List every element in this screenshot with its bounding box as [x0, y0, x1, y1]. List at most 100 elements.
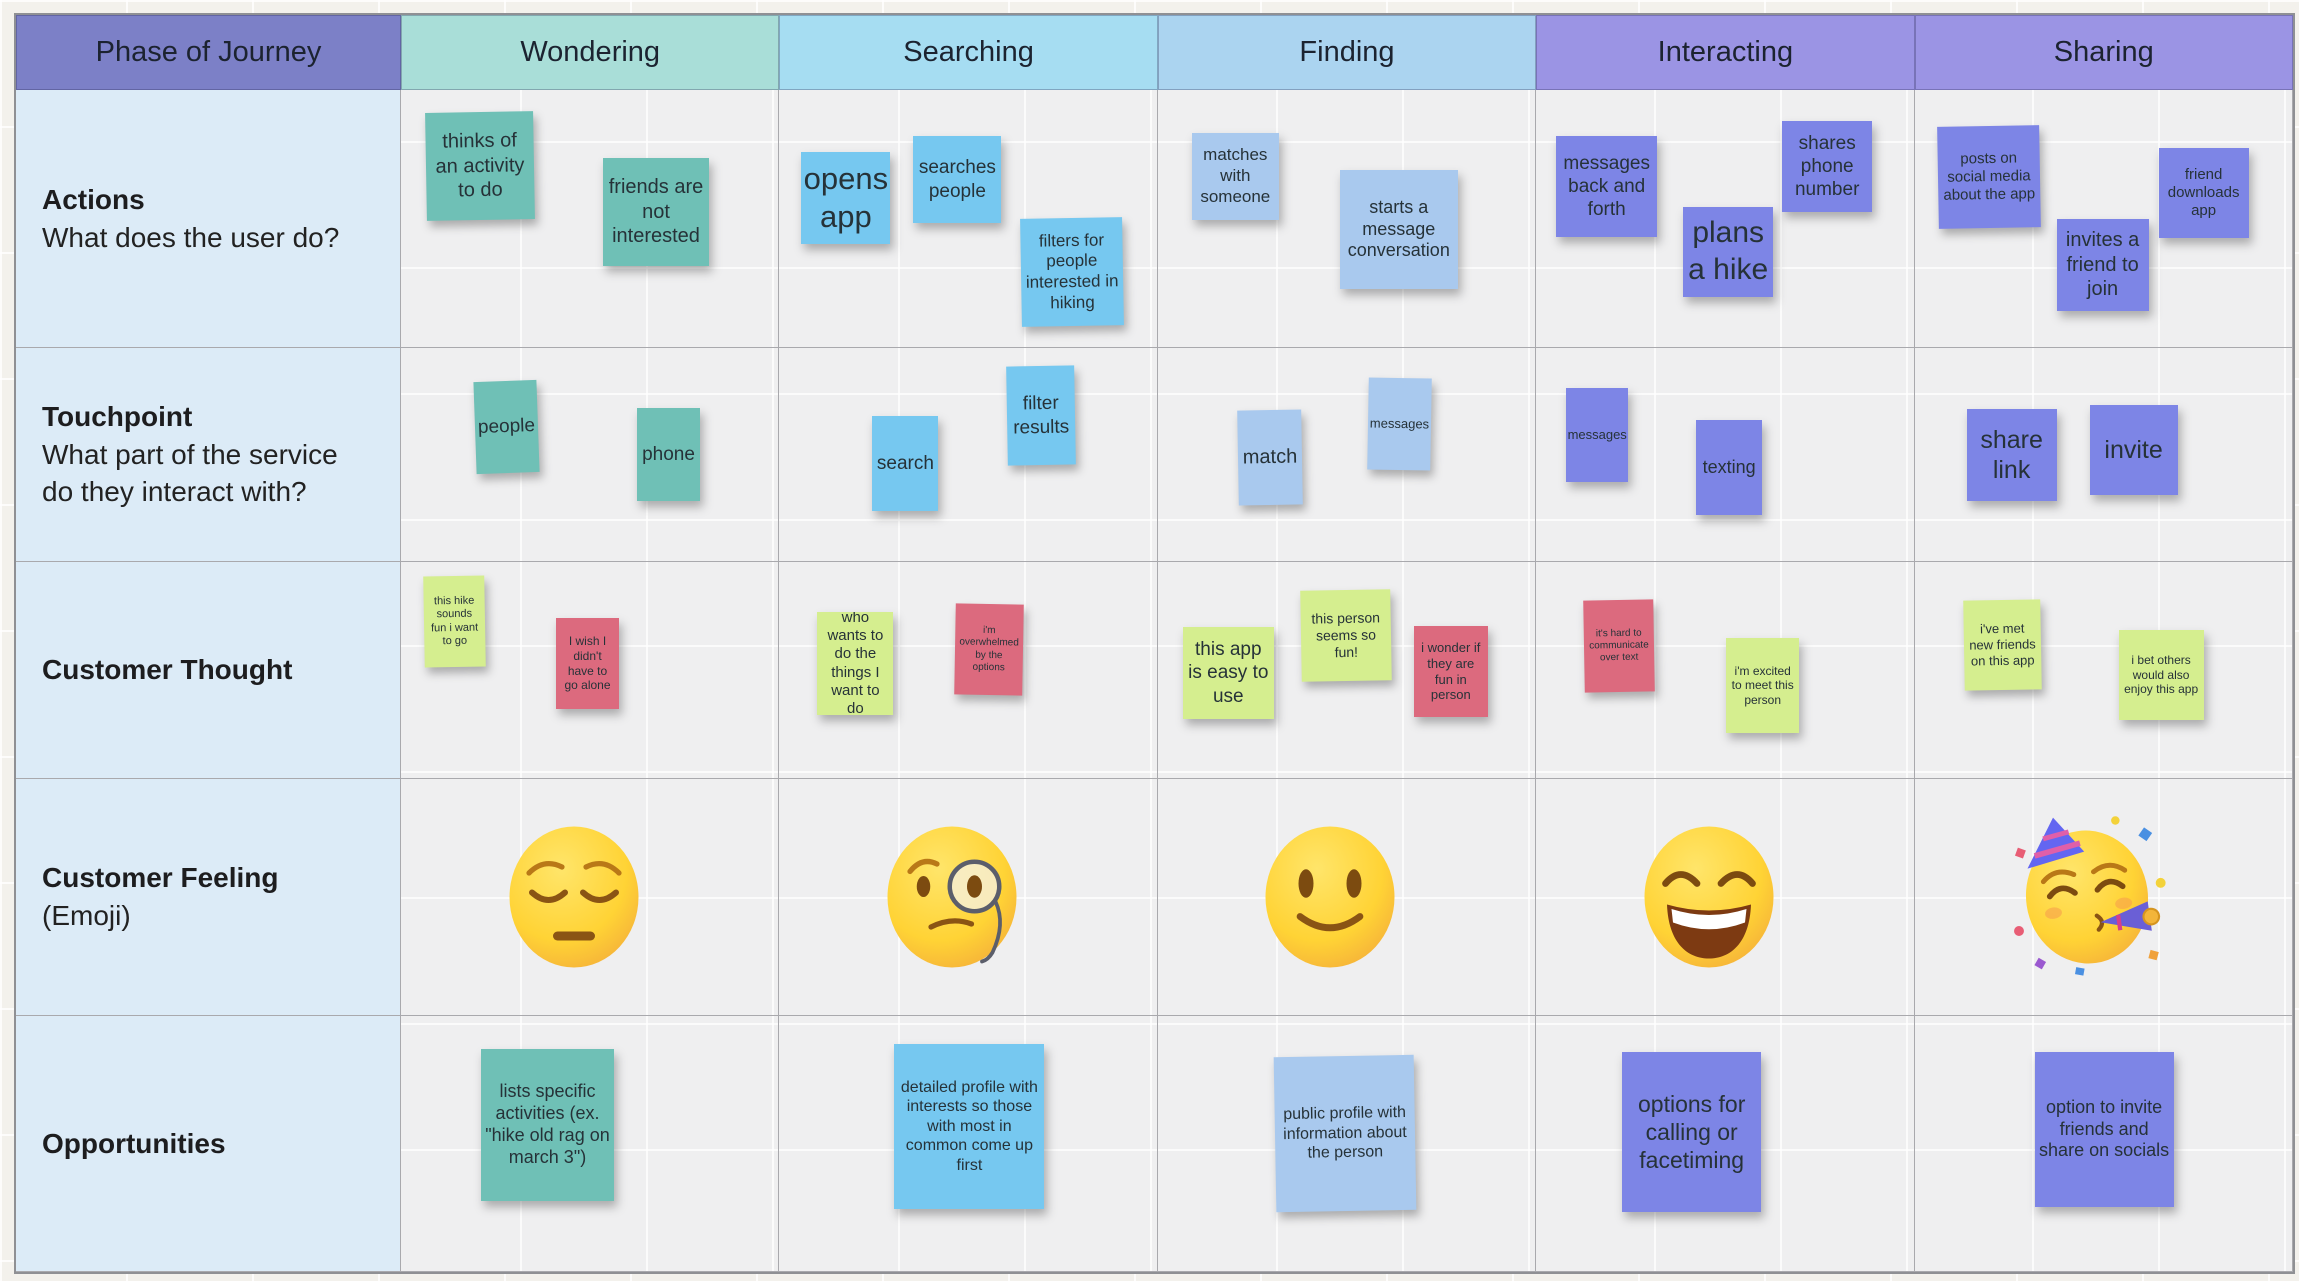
sticky-note[interactable]: match — [1236, 409, 1303, 506]
sticky-note-text: thinks of an activity to do — [435, 129, 525, 202]
cell-opportunities-interacting: options for calling or facetiming — [1536, 1016, 1915, 1272]
sticky-note-text: invites a friend to join — [2065, 229, 2140, 301]
row-subtitle: What part of the service do they interac… — [42, 438, 338, 508]
phase-header-searching: Searching — [779, 15, 1158, 90]
cell-actions-sharing: posts on social media about the app invit… — [1914, 90, 2293, 348]
sticky-note[interactable]: who wants to do the things I want to do — [817, 612, 894, 715]
sticky-note-text: starts a message conversation — [1347, 196, 1450, 261]
cell-customer-thought-interacting: it's hard to communicate over text i'm ex… — [1536, 562, 1915, 779]
row-title: Customer Feeling — [42, 862, 279, 894]
sticky-note-text: i bet others would also enjoy this app — [2124, 653, 2199, 697]
sticky-note[interactable]: shares phone number — [1782, 121, 1873, 212]
sticky-note-text: opens app — [803, 161, 889, 234]
sticky-note[interactable]: public profile with information about th… — [1273, 1054, 1417, 1213]
sticky-note[interactable]: messages — [1366, 377, 1432, 471]
sticky-note-text: shares phone number — [1794, 132, 1860, 201]
partying-face-emoji[interactable] — [2002, 812, 2172, 982]
cell-touchpoint-finding: match messages — [1157, 348, 1537, 562]
sticky-note[interactable]: this app is easy to use — [1182, 627, 1274, 719]
sticky-note-text: match — [1242, 445, 1298, 469]
sticky-note[interactable]: texting — [1696, 420, 1763, 515]
sticky-note-text: this app is easy to use — [1188, 639, 1269, 707]
face-with-monocle-emoji[interactable] — [877, 822, 1027, 972]
sticky-note[interactable]: i wonder if they are fun in person — [1413, 626, 1488, 717]
sticky-note-text: messages back and forth — [1563, 152, 1650, 221]
sticky-note[interactable]: searches people — [913, 136, 1002, 223]
sticky-note[interactable]: share link — [1966, 409, 2057, 501]
sticky-note[interactable]: I wish I didn't have to go alone — [556, 618, 619, 709]
sticky-note[interactable]: phone — [637, 408, 700, 501]
cell-opportunities-searching: detailed profile with interests so those… — [779, 1016, 1158, 1272]
cell-actions-interacting: messages back and forth plans a hike share… — [1536, 90, 1915, 348]
sticky-note[interactable]: filter results — [1006, 365, 1077, 466]
sticky-note[interactable]: filters for people interested in hiking — [1020, 217, 1125, 327]
cell-customer-thought-finding: this app is easy to use this person seems… — [1157, 562, 1537, 779]
sticky-note[interactable]: search — [872, 416, 939, 511]
sticky-note[interactable]: messages back and forth — [1556, 136, 1658, 237]
sticky-note[interactable]: option to invite friends and share on so… — [2034, 1052, 2174, 1207]
sticky-note-text: options for calling or facetiming — [1637, 1090, 1746, 1174]
sticky-note[interactable]: friend downloads app — [2158, 148, 2249, 238]
sticky-note-text: public profile with information about th… — [1282, 1104, 1407, 1162]
sticky-note[interactable]: options for calling or facetiming — [1622, 1052, 1762, 1212]
sticky-note-text: it's hard to communicate over text — [1589, 627, 1650, 664]
sticky-note-text: messages — [1369, 415, 1430, 432]
cell-feeling-finding — [1157, 779, 1537, 1016]
pensive-face-emoji[interactable] — [499, 822, 649, 972]
sticky-note-text: option to invite friends and share on so… — [2039, 1096, 2170, 1161]
sticky-note-text: I wish I didn't have to go alone — [564, 634, 611, 693]
cell-feeling-interacting — [1536, 779, 1915, 1016]
cell-opportunities-wondering: lists specific activities (ex. "hike old… — [401, 1016, 780, 1272]
sticky-note[interactable]: friends are not interested — [603, 158, 709, 266]
phase-header-sharing: Sharing — [1914, 15, 2293, 90]
sticky-note-text: share link — [1980, 425, 2043, 485]
row-subtitle: What does the user do? — [42, 221, 340, 253]
sticky-note-text: detailed profile with interests so those… — [900, 1078, 1038, 1174]
sticky-note[interactable]: posts on social media about the app — [1936, 125, 2041, 229]
sticky-note[interactable]: plans a hike — [1683, 207, 1774, 297]
cell-opportunities-sharing: option to invite friends and share on so… — [1914, 1016, 2293, 1272]
row-subtitle: (Emoji) — [42, 900, 131, 931]
sticky-note[interactable]: messages — [1566, 388, 1629, 482]
sticky-note[interactable]: this hike sounds fun i want to go — [423, 575, 486, 668]
sticky-note[interactable]: matches with someone — [1191, 133, 1279, 220]
sticky-note[interactable]: thinks of an activity to do — [425, 111, 535, 221]
cell-actions-finding: matches with someone starts a message con… — [1157, 90, 1537, 348]
sticky-note[interactable]: lists specific activities (ex. "hike old… — [481, 1049, 614, 1201]
sticky-note[interactable]: invites a friend to join — [2056, 219, 2149, 311]
sticky-note-text: this hike sounds fun i want to go — [430, 594, 479, 648]
sticky-note[interactable]: i'm excited to meet this person — [1726, 638, 1800, 733]
cell-feeling-searching — [779, 779, 1158, 1016]
cell-actions-searching: opens app searches people filters for peop… — [779, 90, 1158, 348]
row-label-actions: Actions What does the user do? — [16, 90, 401, 348]
cell-feeling-wondering — [401, 779, 780, 1016]
sticky-note-text: lists specific activities (ex. "hike old… — [485, 1081, 610, 1167]
slightly-smiling-face-emoji[interactable] — [1255, 822, 1405, 972]
journey-map-board: Phase of Journey Wondering Searching Fin… — [14, 13, 2295, 1274]
sticky-note-text: who wants to do the things I want to do — [827, 612, 884, 715]
sticky-note-text: searches people — [918, 157, 996, 202]
sticky-note[interactable]: it's hard to communicate over text — [1583, 599, 1655, 693]
cell-customer-thought-sharing: i've met new friends on this app i bet ot… — [1914, 562, 2293, 779]
sticky-note-text: plans a hike — [1688, 216, 1769, 286]
row-label-customer-feeling: Customer Feeling (Emoji) — [16, 779, 401, 1016]
sticky-note[interactable]: i'm overwhelmed by the options — [954, 603, 1025, 696]
sticky-note-text: matches with someone — [1200, 145, 1271, 206]
sticky-note[interactable]: this person seems so fun! — [1300, 589, 1392, 682]
grinning-face-with-smiling-eyes-emoji[interactable] — [1634, 822, 1784, 972]
sticky-note-text: filter results — [1013, 393, 1070, 438]
sticky-note[interactable]: people — [473, 379, 540, 475]
sticky-note[interactable]: invite — [2089, 405, 2178, 495]
sticky-note-text: texting — [1702, 456, 1756, 477]
phase-header-interacting: Interacting — [1536, 15, 1915, 90]
sticky-note-text: i'm excited to meet this person — [1731, 663, 1794, 707]
sticky-note-text: friends are not interested — [608, 176, 704, 248]
sticky-note[interactable]: opens app — [801, 152, 891, 244]
sticky-note[interactable]: i've met new friends on this app — [1962, 599, 2042, 691]
row-title: Touchpoint — [42, 400, 193, 432]
cell-opportunities-finding: public profile with information about th… — [1157, 1016, 1537, 1272]
sticky-note-text: search — [876, 452, 934, 474]
sticky-note[interactable]: detailed profile with interests so those… — [894, 1044, 1045, 1209]
sticky-note[interactable]: starts a message conversation — [1339, 170, 1458, 289]
sticky-note[interactable]: i bet others would also enjoy this app — [2118, 630, 2204, 720]
